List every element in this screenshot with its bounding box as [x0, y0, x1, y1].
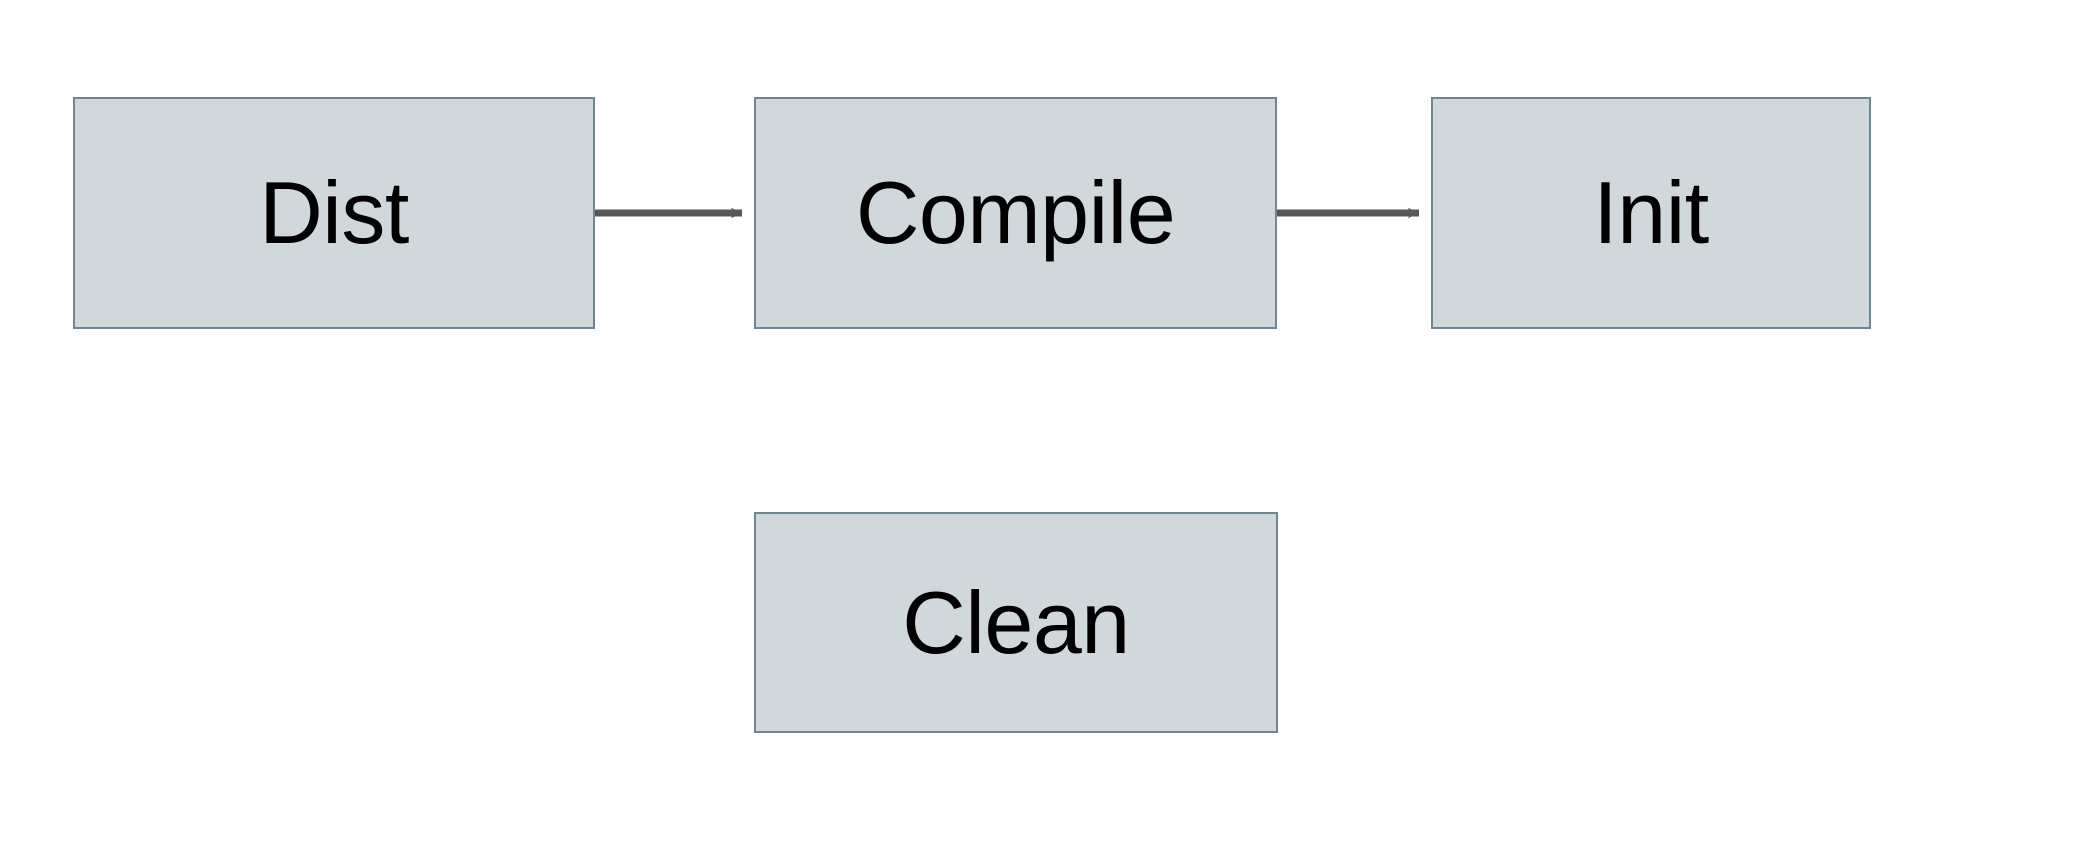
node-dist[interactable]: Dist	[73, 97, 595, 329]
node-compile-label: Compile	[855, 163, 1176, 262]
node-clean-label: Clean	[902, 572, 1130, 672]
node-dist-label: Dist	[259, 163, 409, 262]
node-init[interactable]: Init	[1431, 97, 1871, 329]
node-compile[interactable]: Compile	[754, 97, 1277, 329]
node-init-label: Init	[1593, 163, 1709, 262]
node-clean[interactable]: Clean	[754, 512, 1278, 733]
